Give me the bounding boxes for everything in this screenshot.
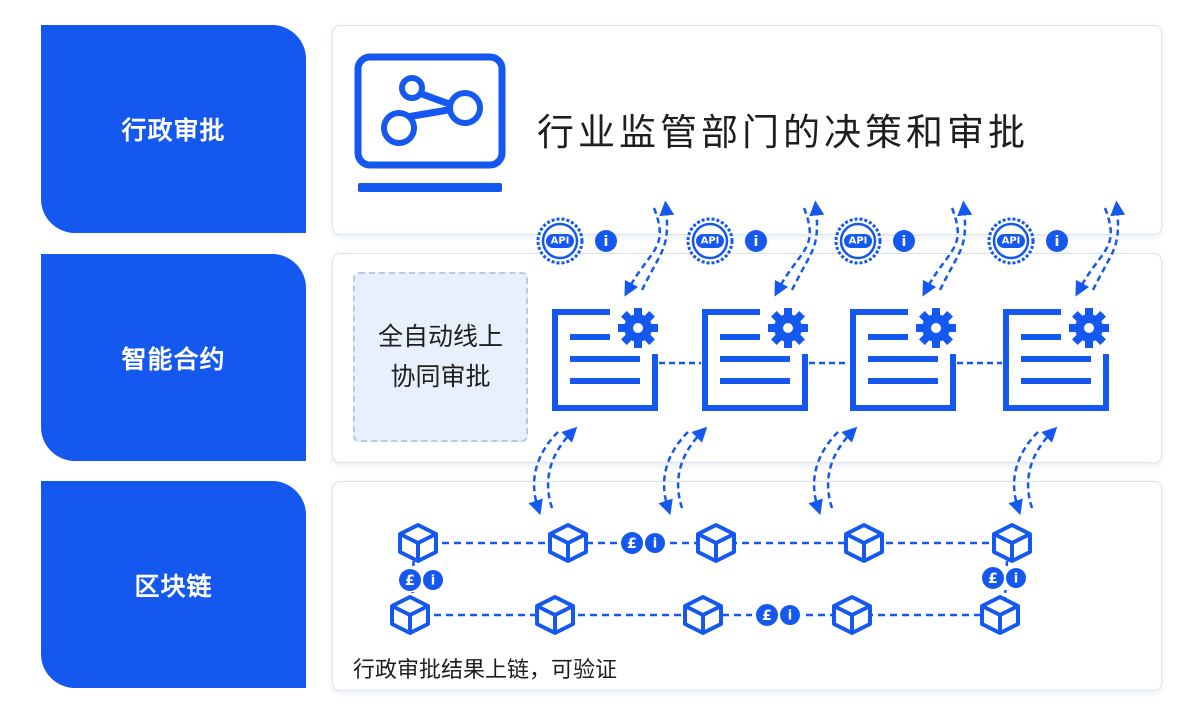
svg-text:i: i bbox=[653, 537, 657, 552]
svg-text:£: £ bbox=[627, 536, 637, 552]
approval-exchange-arrows bbox=[922, 200, 973, 297]
svg-text:i: i bbox=[1014, 572, 1018, 587]
chain-exchange-arrows bbox=[658, 426, 708, 516]
cube-icon bbox=[548, 523, 588, 563]
row-label-smart-contract: 智能合约 bbox=[41, 254, 306, 461]
info-icon: i bbox=[645, 533, 665, 553]
cube-icon bbox=[535, 595, 575, 635]
chain-exchange-arrows bbox=[808, 426, 858, 516]
document-gear-icon bbox=[1003, 308, 1109, 411]
blockchain-group: £ i £ i £ i £ i bbox=[390, 523, 1032, 635]
document-gear-icon bbox=[850, 308, 956, 411]
row-label-blockchain: 区块链 bbox=[41, 481, 306, 688]
svg-text:i: i bbox=[788, 609, 792, 624]
info-icon: i bbox=[423, 570, 443, 590]
chain-exchange-arrows bbox=[1008, 426, 1058, 516]
svg-text:i: i bbox=[1055, 234, 1060, 250]
cube-icon bbox=[992, 523, 1032, 563]
row-label-administrative-approval: 行政审批 bbox=[41, 25, 306, 233]
cube-icon bbox=[398, 523, 438, 563]
info-icon: i bbox=[1006, 568, 1026, 588]
cube-icon bbox=[390, 595, 430, 635]
auto-approval-line1: 全自动线上 bbox=[377, 322, 503, 351]
svg-text:API: API bbox=[849, 236, 868, 247]
approval-exchange-arrows bbox=[1075, 200, 1126, 297]
share-network-monitor-icon bbox=[354, 53, 506, 192]
svg-text:i: i bbox=[431, 574, 435, 589]
auto-approval-line2: 协同审批 bbox=[390, 362, 491, 391]
pound-coin-icon: £ bbox=[982, 567, 1004, 589]
svg-text:£: £ bbox=[762, 608, 772, 624]
document-gear-icon bbox=[702, 308, 808, 411]
approval-exchange-arrows bbox=[774, 200, 825, 297]
svg-text:i: i bbox=[754, 234, 759, 250]
cube-icon bbox=[696, 523, 736, 563]
chain-exchange-arrows bbox=[528, 426, 578, 516]
info-icon: i bbox=[595, 230, 617, 252]
cube-icon bbox=[844, 523, 884, 563]
api-badge-icon: API bbox=[834, 217, 882, 265]
api-badge-icon: API bbox=[686, 217, 734, 265]
pound-coin-icon: £ bbox=[621, 532, 643, 554]
pound-coin-icon: £ bbox=[399, 569, 421, 591]
row-label-text: 智能合约 bbox=[121, 344, 226, 374]
regulator-decision-text: 行业监管部门的决策和审批 bbox=[537, 111, 1029, 154]
document-gear-icon bbox=[552, 308, 658, 411]
svg-text:£: £ bbox=[405, 573, 415, 589]
svg-text:i: i bbox=[902, 234, 907, 250]
svg-text:API: API bbox=[701, 236, 720, 247]
info-icon: i bbox=[745, 230, 767, 252]
row-label-text: 行政审批 bbox=[121, 116, 226, 145]
svg-text:API: API bbox=[551, 236, 570, 247]
info-icon: i bbox=[780, 605, 800, 625]
cube-icon bbox=[832, 595, 872, 635]
row-label-text: 区块链 bbox=[134, 571, 213, 601]
cube-icon bbox=[980, 595, 1020, 635]
svg-text:£: £ bbox=[988, 571, 998, 587]
smart-contract-group: API i API i API i API i bbox=[528, 200, 1126, 516]
svg-text:API: API bbox=[1002, 236, 1021, 247]
cube-icon bbox=[683, 595, 723, 635]
approval-exchange-arrows bbox=[624, 200, 675, 297]
onchain-caption: 行政审批结果上链，可验证 bbox=[353, 658, 618, 683]
api-badge-icon: API bbox=[536, 217, 584, 265]
auto-approval-box: 全自动线上 协同审批 bbox=[353, 272, 528, 442]
info-icon: i bbox=[893, 230, 915, 252]
pound-coin-icon: £ bbox=[756, 604, 778, 626]
info-icon: i bbox=[1046, 230, 1068, 252]
svg-text:i: i bbox=[604, 234, 609, 250]
api-badge-icon: API bbox=[987, 217, 1035, 265]
